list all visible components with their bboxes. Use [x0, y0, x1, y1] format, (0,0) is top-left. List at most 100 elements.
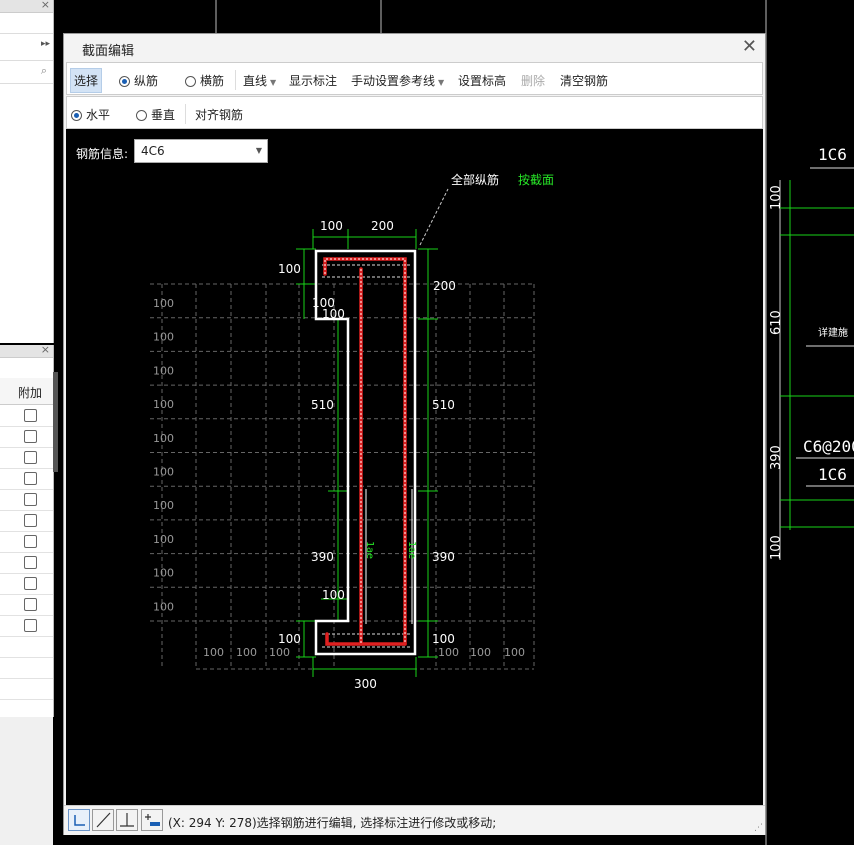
toolbar-main: 选择 纵筋 横筋 直线▼ 显示标注 手动设置参考线▼ 设置标高 删除 清空钢筋 — [66, 62, 763, 95]
left-panel-header: × — [0, 0, 53, 13]
diagonal-icon — [96, 812, 111, 828]
table-row — [0, 468, 53, 490]
extra-checkbox[interactable] — [24, 493, 37, 506]
vertical-radio[interactable]: 垂直 — [136, 106, 175, 123]
grid-label: 100 — [153, 331, 174, 344]
left-panel-header: × — [0, 343, 53, 358]
dim-flange-w1: 100 — [312, 296, 335, 310]
dim-right-510: 510 — [432, 398, 455, 412]
left-panel-toolbar: ▸▸ — [0, 33, 53, 61]
dim-left-390: 390 — [311, 550, 334, 564]
table-row — [0, 531, 53, 553]
radio-icon — [185, 76, 196, 87]
set-elevation-button[interactable]: 设置标高 — [458, 74, 507, 88]
show-dims-button[interactable]: 显示标注 — [289, 74, 338, 88]
rebar-info-label: 钢筋信息: — [76, 147, 129, 161]
leader-line — [419, 188, 449, 246]
dim-bottom-right: 100 — [432, 632, 455, 646]
grid-label: 100 — [504, 646, 525, 659]
chevron-down-icon: ▼ — [270, 78, 277, 87]
line-label: 直线 — [243, 74, 268, 88]
clear-rebar-button[interactable]: 清空钢筋 — [560, 74, 609, 88]
grid-label: 100 — [153, 432, 174, 445]
dim-left-flange: 100 — [278, 262, 301, 276]
expand-icon[interactable]: ▸▸ — [40, 39, 50, 49]
extra-checkbox[interactable] — [24, 472, 37, 485]
table-row — [0, 489, 53, 511]
delete-button[interactable]: 删除 — [521, 74, 546, 88]
bg-note: 详建施 — [818, 326, 848, 339]
manual-ref-dropdown[interactable]: 手动设置参考线▼ — [351, 72, 444, 89]
radio-icon — [71, 110, 82, 121]
extra-checkbox[interactable] — [24, 577, 37, 590]
bg-label-c6: C6@200 — [803, 437, 854, 456]
extra-checkbox[interactable] — [24, 409, 37, 422]
table-row — [0, 615, 53, 637]
table-row — [0, 405, 53, 427]
bg-dim-610: 610 — [769, 310, 784, 335]
align-rebar-button[interactable]: 对齐钢筋 — [195, 108, 244, 122]
snap-plus-button[interactable] — [141, 809, 163, 831]
horizontal-radio[interactable]: 水平 — [71, 106, 110, 123]
all-rebar-label[interactable]: 全部纵筋 — [451, 172, 499, 187]
snap-line-button[interactable] — [92, 809, 114, 831]
table-row — [0, 510, 53, 532]
search-icon[interactable]: ⌕ — [40, 64, 47, 77]
dim-right-390: 390 — [432, 550, 455, 564]
status-bar: (X: 294 Y: 278)选择钢筋进行编辑, 选择标注进行修改或移动; ⋰ — [64, 805, 765, 835]
extra-checkbox[interactable] — [24, 535, 37, 548]
horizontal-label: 水平 — [86, 108, 111, 122]
dimension-texts[interactable]: 100 200 100 200 100 100 510 510 390 390 … — [278, 219, 456, 691]
rebar-info-select[interactable]: 4C6 ▼ — [134, 139, 268, 163]
left-search[interactable]: ⌕ — [0, 61, 53, 84]
table-row — [0, 678, 53, 700]
status-text: (X: 294 Y: 278)选择钢筋进行编辑, 选择标注进行修改或移动; — [168, 816, 497, 830]
close-icon[interactable]: × — [40, 0, 50, 11]
grid-label: 100 — [153, 600, 174, 613]
extra-checkbox[interactable] — [24, 619, 37, 632]
dialog-title: 截面编辑 — [82, 44, 135, 59]
chevron-down-icon: ▼ — [255, 146, 262, 155]
extra-checkbox[interactable] — [24, 556, 37, 569]
bg-dim-390: 390 — [769, 445, 784, 470]
extra-checkbox[interactable] — [24, 451, 37, 464]
plus-icon — [145, 814, 160, 826]
panel-splitter[interactable] — [53, 372, 58, 472]
table-row — [0, 657, 53, 679]
stirrup-radio[interactable]: 横筋 — [185, 72, 224, 89]
close-icon[interactable]: × — [40, 343, 50, 356]
section-edit-dialog: 截面编辑 ✕ 选择 纵筋 横筋 直线▼ 显示标注 手动设置参考线▼ 设置标高 删… — [63, 33, 766, 835]
bg-dim-100: 100 — [769, 185, 784, 210]
line-dropdown[interactable]: 直线▼ — [243, 72, 276, 89]
snap-corner-button[interactable] — [68, 809, 90, 831]
grid-label: 100 — [470, 646, 491, 659]
radio-icon — [119, 76, 130, 87]
bg-label-1c6-bottom: 1C6 — [818, 465, 847, 484]
grid-label: 100 — [236, 646, 257, 659]
column-header-extra: 附加 — [18, 386, 43, 400]
vertical-label: 垂直 — [151, 108, 176, 122]
select-button[interactable]: 选择 — [70, 68, 103, 93]
left-panel-bottom: × 附加 — [0, 343, 54, 717]
longitudinal-label: 纵筋 — [134, 74, 159, 88]
dim-top-right: 200 — [371, 219, 394, 233]
longitudinal-radio[interactable]: 纵筋 — [119, 72, 158, 89]
extra-checkbox[interactable] — [24, 598, 37, 611]
snap-perpendicular-button[interactable] — [116, 809, 138, 831]
extra-checkbox[interactable] — [24, 514, 37, 527]
extra-checkbox[interactable] — [24, 430, 37, 443]
dialog-titlebar[interactable]: 截面编辑 ✕ — [64, 34, 765, 61]
left-panel-top: × ▸▸ ⌕ — [0, 0, 54, 343]
by-section-label[interactable]: 按截面 — [518, 173, 554, 187]
resize-grip-icon[interactable]: ⋰ — [754, 823, 763, 833]
toolbar-divider — [235, 70, 236, 90]
section-outline[interactable] — [314, 249, 417, 656]
close-button[interactable]: ✕ — [741, 36, 757, 57]
grid-label: 100 — [153, 297, 174, 310]
grid-label: 100 — [153, 466, 174, 479]
dim-top-left: 100 — [320, 219, 343, 233]
toolbar-divider — [185, 104, 186, 124]
